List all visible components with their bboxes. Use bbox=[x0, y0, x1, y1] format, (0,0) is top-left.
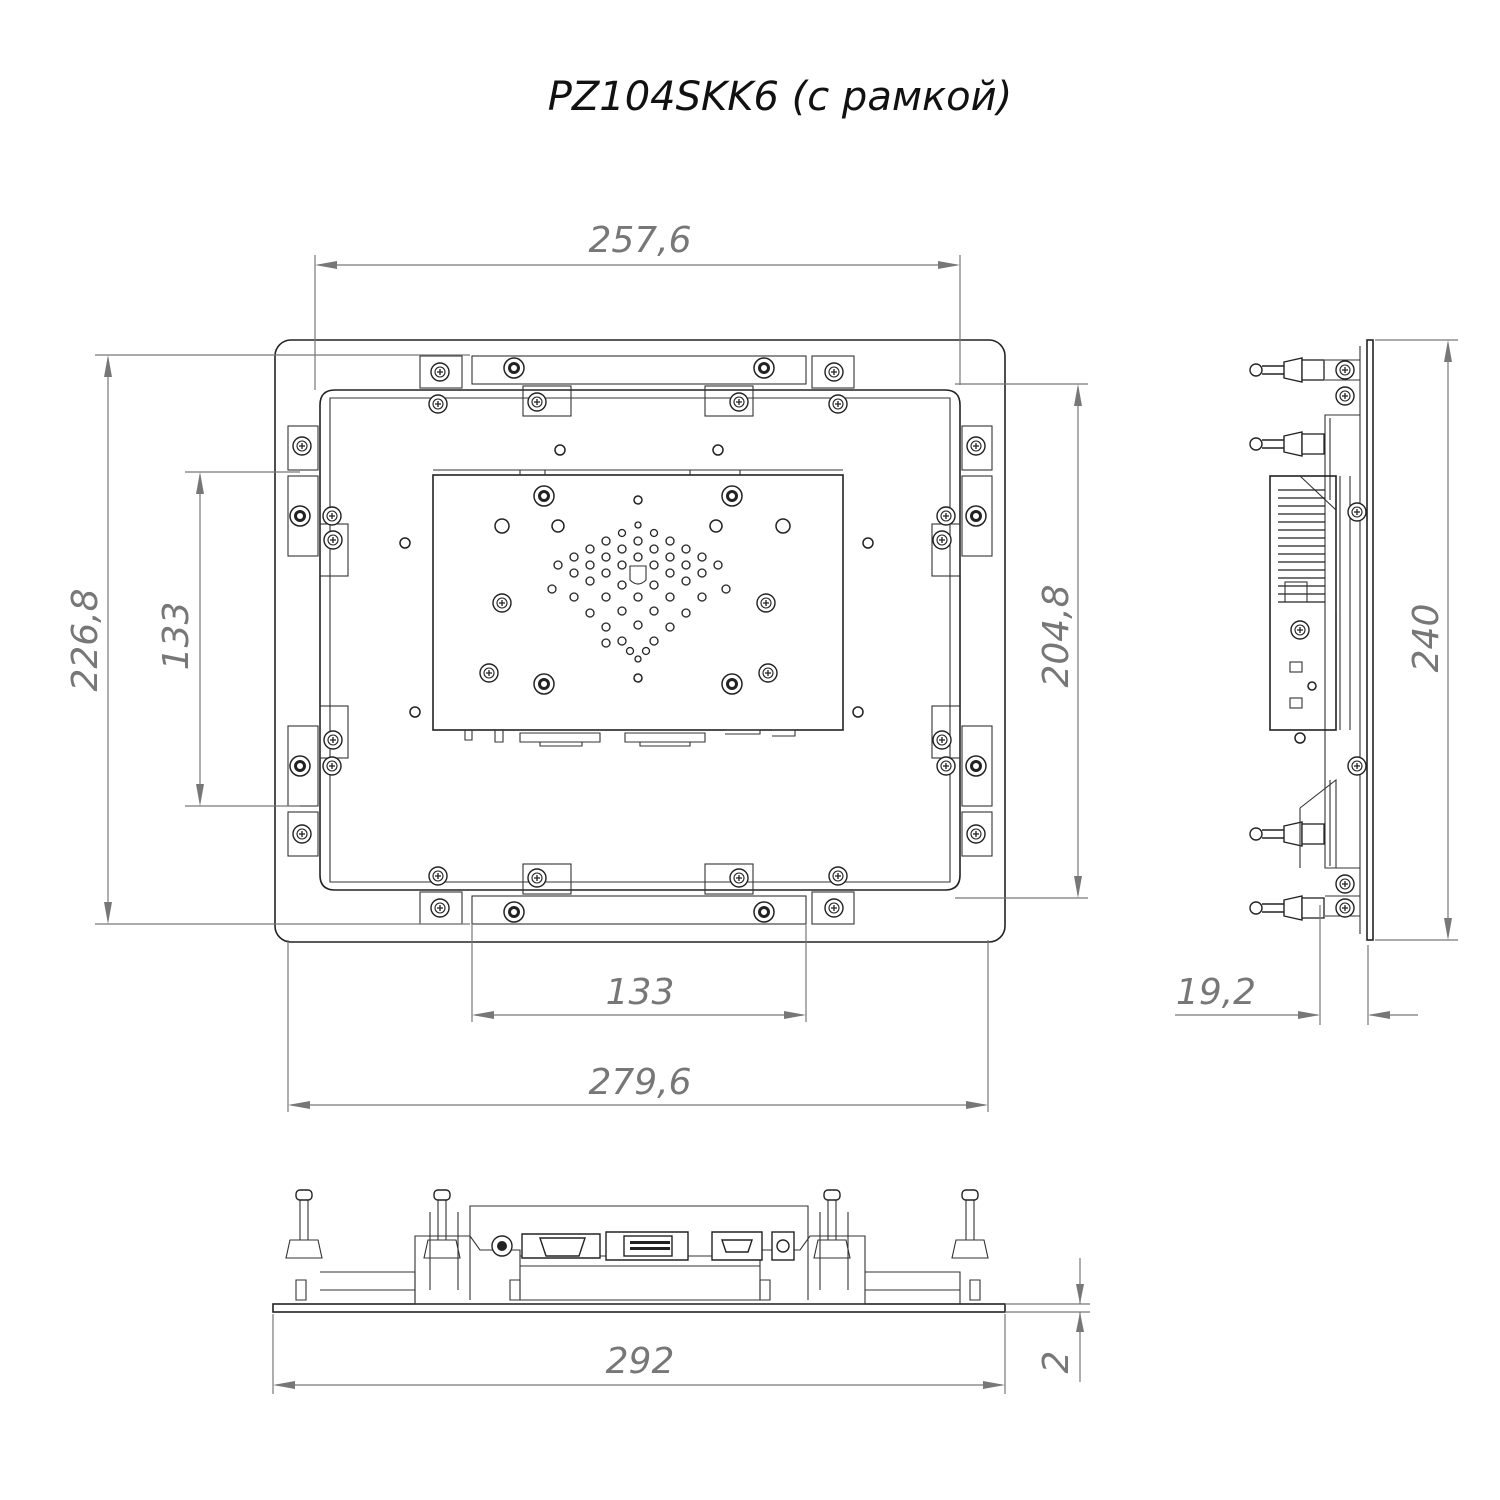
dim-top-width: 257,6 bbox=[588, 220, 691, 261]
side-view bbox=[1249, 339, 1374, 941]
side-dimensions: 240 19,2 bbox=[1175, 339, 1458, 1025]
dim-side-height: 240 bbox=[1406, 604, 1447, 673]
dimension-lines: 257,6 226,8 133 204,8 133 279,6 bbox=[65, 220, 1088, 1112]
dim-bottom-view-width: 292 bbox=[606, 1341, 675, 1382]
bottom-bezel bbox=[272, 1303, 1006, 1313]
drawing-title: PZ104SKK6 (с рамкой) bbox=[548, 74, 1013, 120]
outer-frame bbox=[274, 339, 1006, 943]
bottom-view bbox=[272, 1189, 1006, 1313]
dim-bottom-thickness: 2 bbox=[1036, 1351, 1077, 1374]
dim-left-inner: 133 bbox=[156, 602, 197, 671]
housing bbox=[319, 389, 961, 891]
dim-left-outer: 226,8 bbox=[65, 588, 106, 691]
computer-box bbox=[432, 474, 844, 731]
dim-bottom-inner: 133 bbox=[606, 972, 675, 1013]
dim-side-depth: 19,2 bbox=[1176, 972, 1256, 1013]
rear-view bbox=[274, 339, 1006, 943]
side-bezel bbox=[1366, 339, 1374, 941]
dim-right-height: 204,8 bbox=[1036, 584, 1077, 687]
bottom-dimensions: 292 2 bbox=[272, 1258, 1090, 1394]
dim-bottom-outer: 279,6 bbox=[588, 1062, 691, 1103]
